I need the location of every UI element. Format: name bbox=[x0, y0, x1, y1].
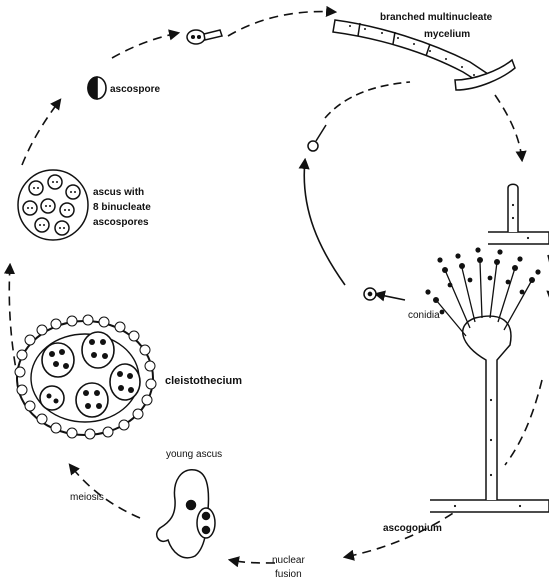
label-fusion: fusion bbox=[275, 569, 302, 580]
hyphal-branch bbox=[488, 184, 549, 244]
arrow-fusion-to-young-ascus bbox=[230, 560, 275, 563]
label-mycelium-line1: branched multinucleate bbox=[380, 12, 493, 23]
label-ascospore: ascospore bbox=[110, 84, 160, 95]
arrow-conidia-to-conidium bbox=[376, 294, 405, 300]
arrow-cleisto-to-ascus bbox=[9, 265, 18, 380]
label-nuclear: nuclear bbox=[272, 555, 305, 566]
arrow-ascospore-to-germination bbox=[112, 33, 178, 58]
label-ascus-line1: ascus with bbox=[93, 187, 144, 198]
label-ascus-line3: ascospores bbox=[93, 217, 149, 228]
young-ascus-icon bbox=[157, 470, 215, 558]
germling bbox=[308, 125, 326, 151]
cleistothecium-icon bbox=[15, 315, 156, 439]
label-cleistothecium: cleistothecium bbox=[165, 375, 242, 387]
label-ascus-line2: 8 binucleate bbox=[93, 202, 151, 213]
label-ascogonium: ascogonium bbox=[383, 523, 442, 534]
arrow-germination-to-mycelium bbox=[228, 12, 335, 36]
arrow-mycelium-to-branch bbox=[495, 95, 522, 160]
arrow-conidiophore-to-ascogonium bbox=[505, 380, 542, 465]
arrow-germling-to-mycelium bbox=[325, 82, 410, 118]
labels: branched multinucleate mycelium ascospor… bbox=[70, 12, 493, 580]
inner-cycle-arrows bbox=[304, 82, 410, 300]
ascospore-icon bbox=[88, 77, 106, 99]
conidiophore bbox=[425, 247, 549, 512]
arrow-ascus-to-ascospore bbox=[22, 100, 60, 165]
label-mycelium-line2: mycelium bbox=[424, 29, 470, 40]
label-young-ascus: young ascus bbox=[166, 449, 222, 460]
ascus-icon bbox=[18, 170, 88, 240]
label-conidia: conidia bbox=[408, 310, 440, 321]
conidium bbox=[364, 288, 376, 300]
arrow-conidium-to-germling bbox=[304, 160, 345, 285]
label-meiosis: meiosis bbox=[70, 492, 104, 503]
germinating-spore bbox=[187, 30, 222, 44]
